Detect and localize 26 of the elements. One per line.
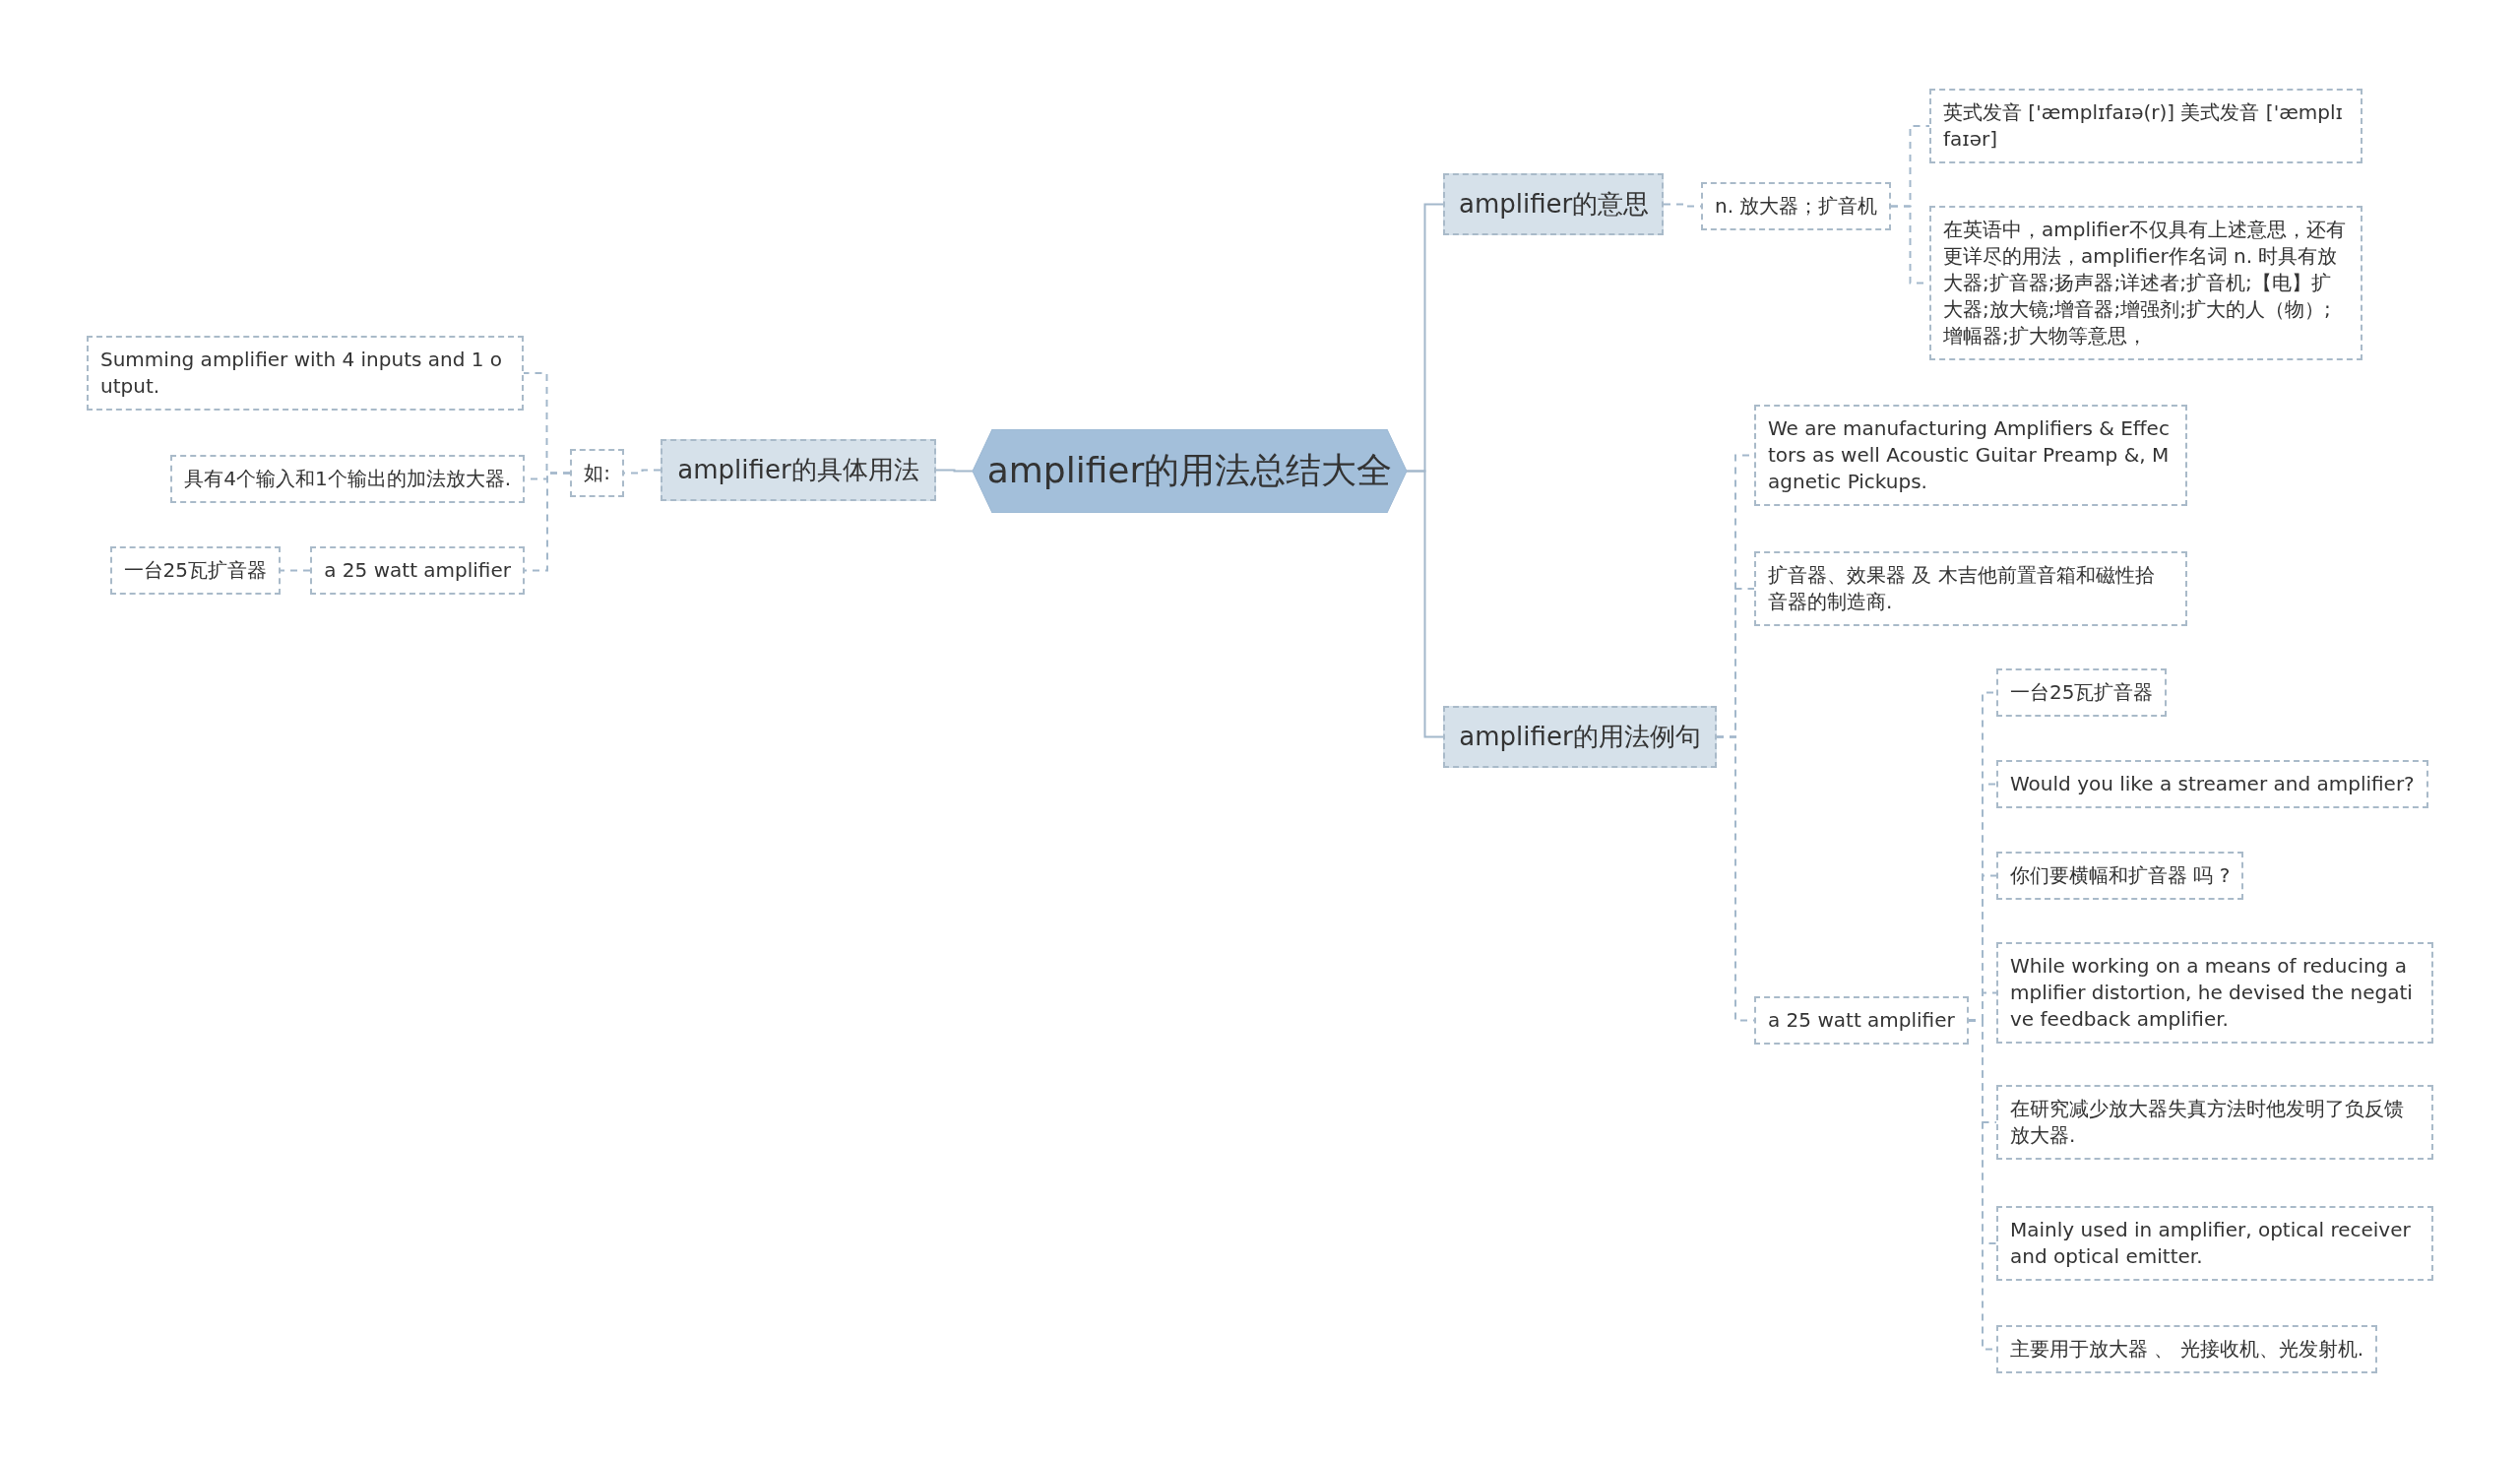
text-box: We are manufacturing Amplifiers & Effectors as well Acoustic Guitar Preamp &, Magnetic Pickups. xyxy=(1754,405,2187,506)
connector-line xyxy=(935,469,974,473)
text-box: 在英语中，amplifier不仅具有上述意思，还有更详尽的用法，amplifier作名词 n. 时具有放大器;扩音器;扬声器;详述者;扩音机;【电】扩大器;放大镜;增音器;增强剂;扩大的人（物）;增幅器;扩大物等意思， xyxy=(1929,206,2362,360)
topic-box: amplifier的具体用法 xyxy=(661,439,936,502)
topic-box: amplifier的意思 xyxy=(1443,173,1664,236)
text-box: 在研究减少放大器失真方法时他发明了负反馈放大器. xyxy=(1996,1085,2433,1160)
text-box: a 25 watt amplifier xyxy=(310,546,525,595)
text-box: a 25 watt amplifier xyxy=(1754,996,1969,1045)
text-box: 一台25瓦扩音器 xyxy=(1996,668,2168,717)
text-box: Would you like a streamer and amplifier? xyxy=(1996,760,2428,808)
text-box: 如: xyxy=(570,449,624,497)
text-box: 主要用于放大器 、 光接收机、光发射机. xyxy=(1996,1325,2378,1373)
text-box: 你们要横幅和扩音器 吗 ? xyxy=(1996,852,2244,900)
text-box: n. 放大器；扩音机 xyxy=(1701,182,1892,230)
connector-line xyxy=(280,569,311,572)
text-box: Mainly used in amplifier, optical receiver and optical emitter. xyxy=(1996,1206,2433,1281)
text-box: While working on a means of reducing amplifier distortion, he devised the negative feedback amplifier. xyxy=(1996,942,2433,1044)
text-box: 具有4个输入和1个输出的加法放大器. xyxy=(170,455,525,503)
connector-line xyxy=(524,472,571,572)
text-box: 英式发音 ['æmplɪfaɪə(r)] 美式发音 ['æmplɪfaɪər] xyxy=(1929,89,2362,163)
central-topic: amplifier的用法总结大全 xyxy=(973,429,1407,513)
connector-line xyxy=(1406,470,1444,738)
topic-box: amplifier的用法例句 xyxy=(1443,706,1717,769)
text-box: Summing amplifier with 4 inputs and 1 output. xyxy=(87,336,524,411)
text-box: 扩音器、效果器 及 木吉他前置音箱和磁性拾音器的制造商. xyxy=(1754,551,2187,626)
text-box: 一台25瓦扩音器 xyxy=(109,546,281,595)
